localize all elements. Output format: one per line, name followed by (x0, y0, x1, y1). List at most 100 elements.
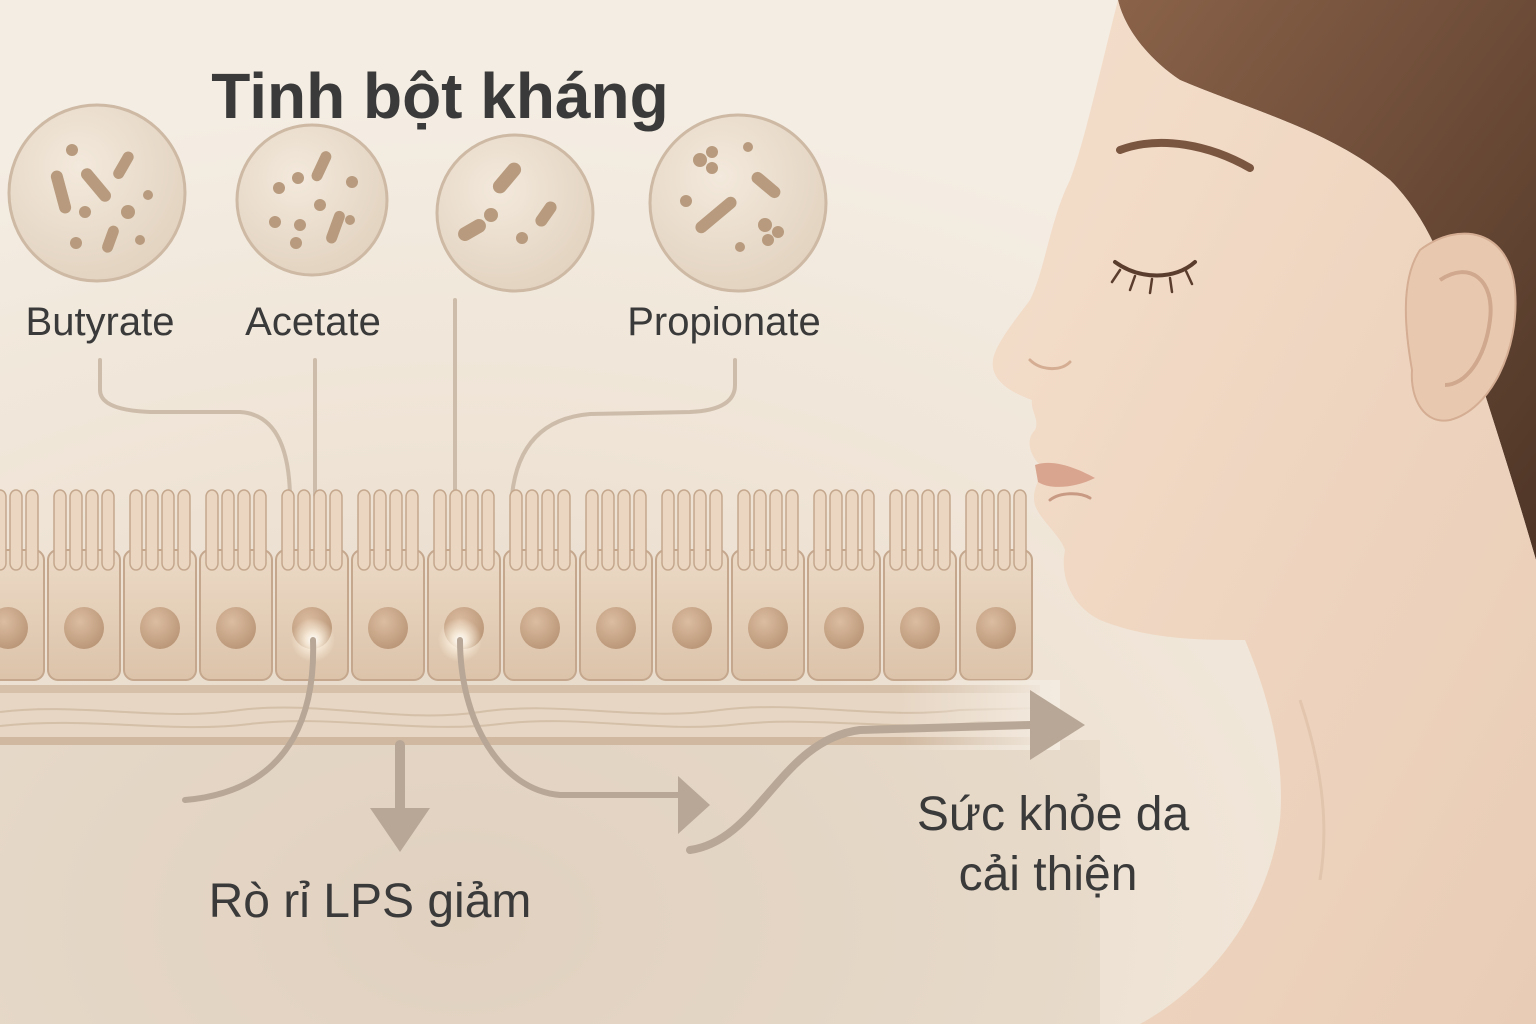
cell-nucleus (824, 607, 864, 649)
cell-nucleus (216, 607, 256, 649)
flow-paths (182, 637, 1034, 854)
microvillus (965, 489, 979, 571)
microvillus (297, 489, 311, 571)
microvillus (525, 489, 539, 571)
microvillus (937, 489, 951, 571)
microbe-circle-butyrate: Butyrate (7, 103, 187, 344)
label-propionate: Propionate (627, 300, 820, 344)
arrow-right-icon (1030, 690, 1085, 760)
microvillus (677, 489, 691, 571)
epithelial-cell (47, 489, 121, 681)
cell-nucleus (748, 607, 788, 649)
microvillus (785, 489, 799, 571)
microvillus (221, 489, 235, 571)
bacteria-icon (269, 151, 358, 249)
microvillus (661, 489, 675, 571)
epithelial-cell (503, 489, 577, 681)
epithelial-cell (959, 489, 1033, 681)
closed-eye (1113, 260, 1197, 278)
microvillus (9, 489, 23, 571)
microvillus (829, 489, 843, 571)
microvillus (557, 489, 571, 571)
cell-nucleus (520, 607, 560, 649)
microbe-circle-propionate: Propionate (627, 113, 828, 344)
microvillus (601, 489, 615, 571)
microbe-circles: Butyrate Acetate (7, 103, 828, 344)
cell-nucleus (900, 607, 940, 649)
cell-nucleus (140, 607, 180, 649)
microvillus (389, 489, 403, 571)
epithelial-cell (883, 489, 957, 681)
eyebrow (1116, 138, 1254, 172)
microvillus (449, 489, 463, 571)
microvillus (753, 489, 767, 571)
bacteria-icon (458, 162, 557, 244)
microbe-circle-unlabeled (435, 133, 595, 293)
microvillus (145, 489, 159, 571)
face-skin (992, 0, 1536, 1024)
face-illustration (992, 0, 1536, 1024)
microvillus (85, 489, 99, 571)
bacteria-icon (50, 144, 153, 253)
cell-nucleus (976, 607, 1016, 649)
cell-nucleus (368, 607, 408, 649)
label-skin-health-line2: cải thiện (959, 848, 1138, 901)
microvillus (541, 489, 555, 571)
epithelial-cell (0, 489, 45, 681)
arrow-down-icon (370, 808, 430, 852)
microvillus (861, 489, 875, 571)
microvillus (845, 489, 859, 571)
label-skin-health-line1: Sức khỏe da (917, 788, 1190, 841)
microvillus (253, 489, 267, 571)
microvillus (769, 489, 783, 571)
microvillus (0, 489, 7, 571)
microvillus (433, 489, 447, 571)
microvillus (981, 489, 995, 571)
epithelial-cell (655, 489, 729, 681)
bacteria-icon (680, 142, 784, 252)
microvillus (329, 489, 343, 571)
microvillus (177, 489, 191, 571)
microvillus (205, 489, 219, 571)
label-butyrate: Butyrate (26, 300, 175, 344)
epithelial-cell (123, 489, 197, 681)
title: Tinh bột kháng (211, 60, 668, 132)
arrow-right-icon (678, 776, 710, 834)
label-acetate: Acetate (245, 300, 381, 344)
microvillus (129, 489, 143, 571)
microvillus (889, 489, 903, 571)
epithelial-cell (351, 489, 425, 681)
cell-nucleus (672, 607, 712, 649)
microvillus (25, 489, 39, 571)
microvillus (101, 489, 115, 571)
microvillus (509, 489, 523, 571)
lips (1035, 462, 1095, 487)
label-lps-reduction: Rò rỉ LPS giảm (209, 875, 532, 928)
microvillus (373, 489, 387, 571)
microvillus (69, 489, 83, 571)
microvillus (737, 489, 751, 571)
microvillus (813, 489, 827, 571)
microvillus (405, 489, 419, 571)
microvillus (997, 489, 1011, 571)
microvillus (357, 489, 371, 571)
microvillus (281, 489, 295, 571)
cell-nucleus (596, 607, 636, 649)
microvillus (693, 489, 707, 571)
ear (1404, 232, 1517, 422)
microvillus (633, 489, 647, 571)
microvillus (921, 489, 935, 571)
microvillus (1013, 489, 1027, 571)
microvillus (905, 489, 919, 571)
cell-nucleus (0, 607, 28, 649)
epithelial-cell (807, 489, 881, 681)
microbe-circle-acetate: Acetate (235, 123, 389, 344)
microvillus (617, 489, 631, 571)
microvillus (465, 489, 479, 571)
microvillus (481, 489, 495, 571)
hair (1118, 0, 1536, 560)
microvillus (313, 489, 327, 571)
epithelial-cell (199, 489, 273, 681)
microvillus (53, 489, 67, 571)
